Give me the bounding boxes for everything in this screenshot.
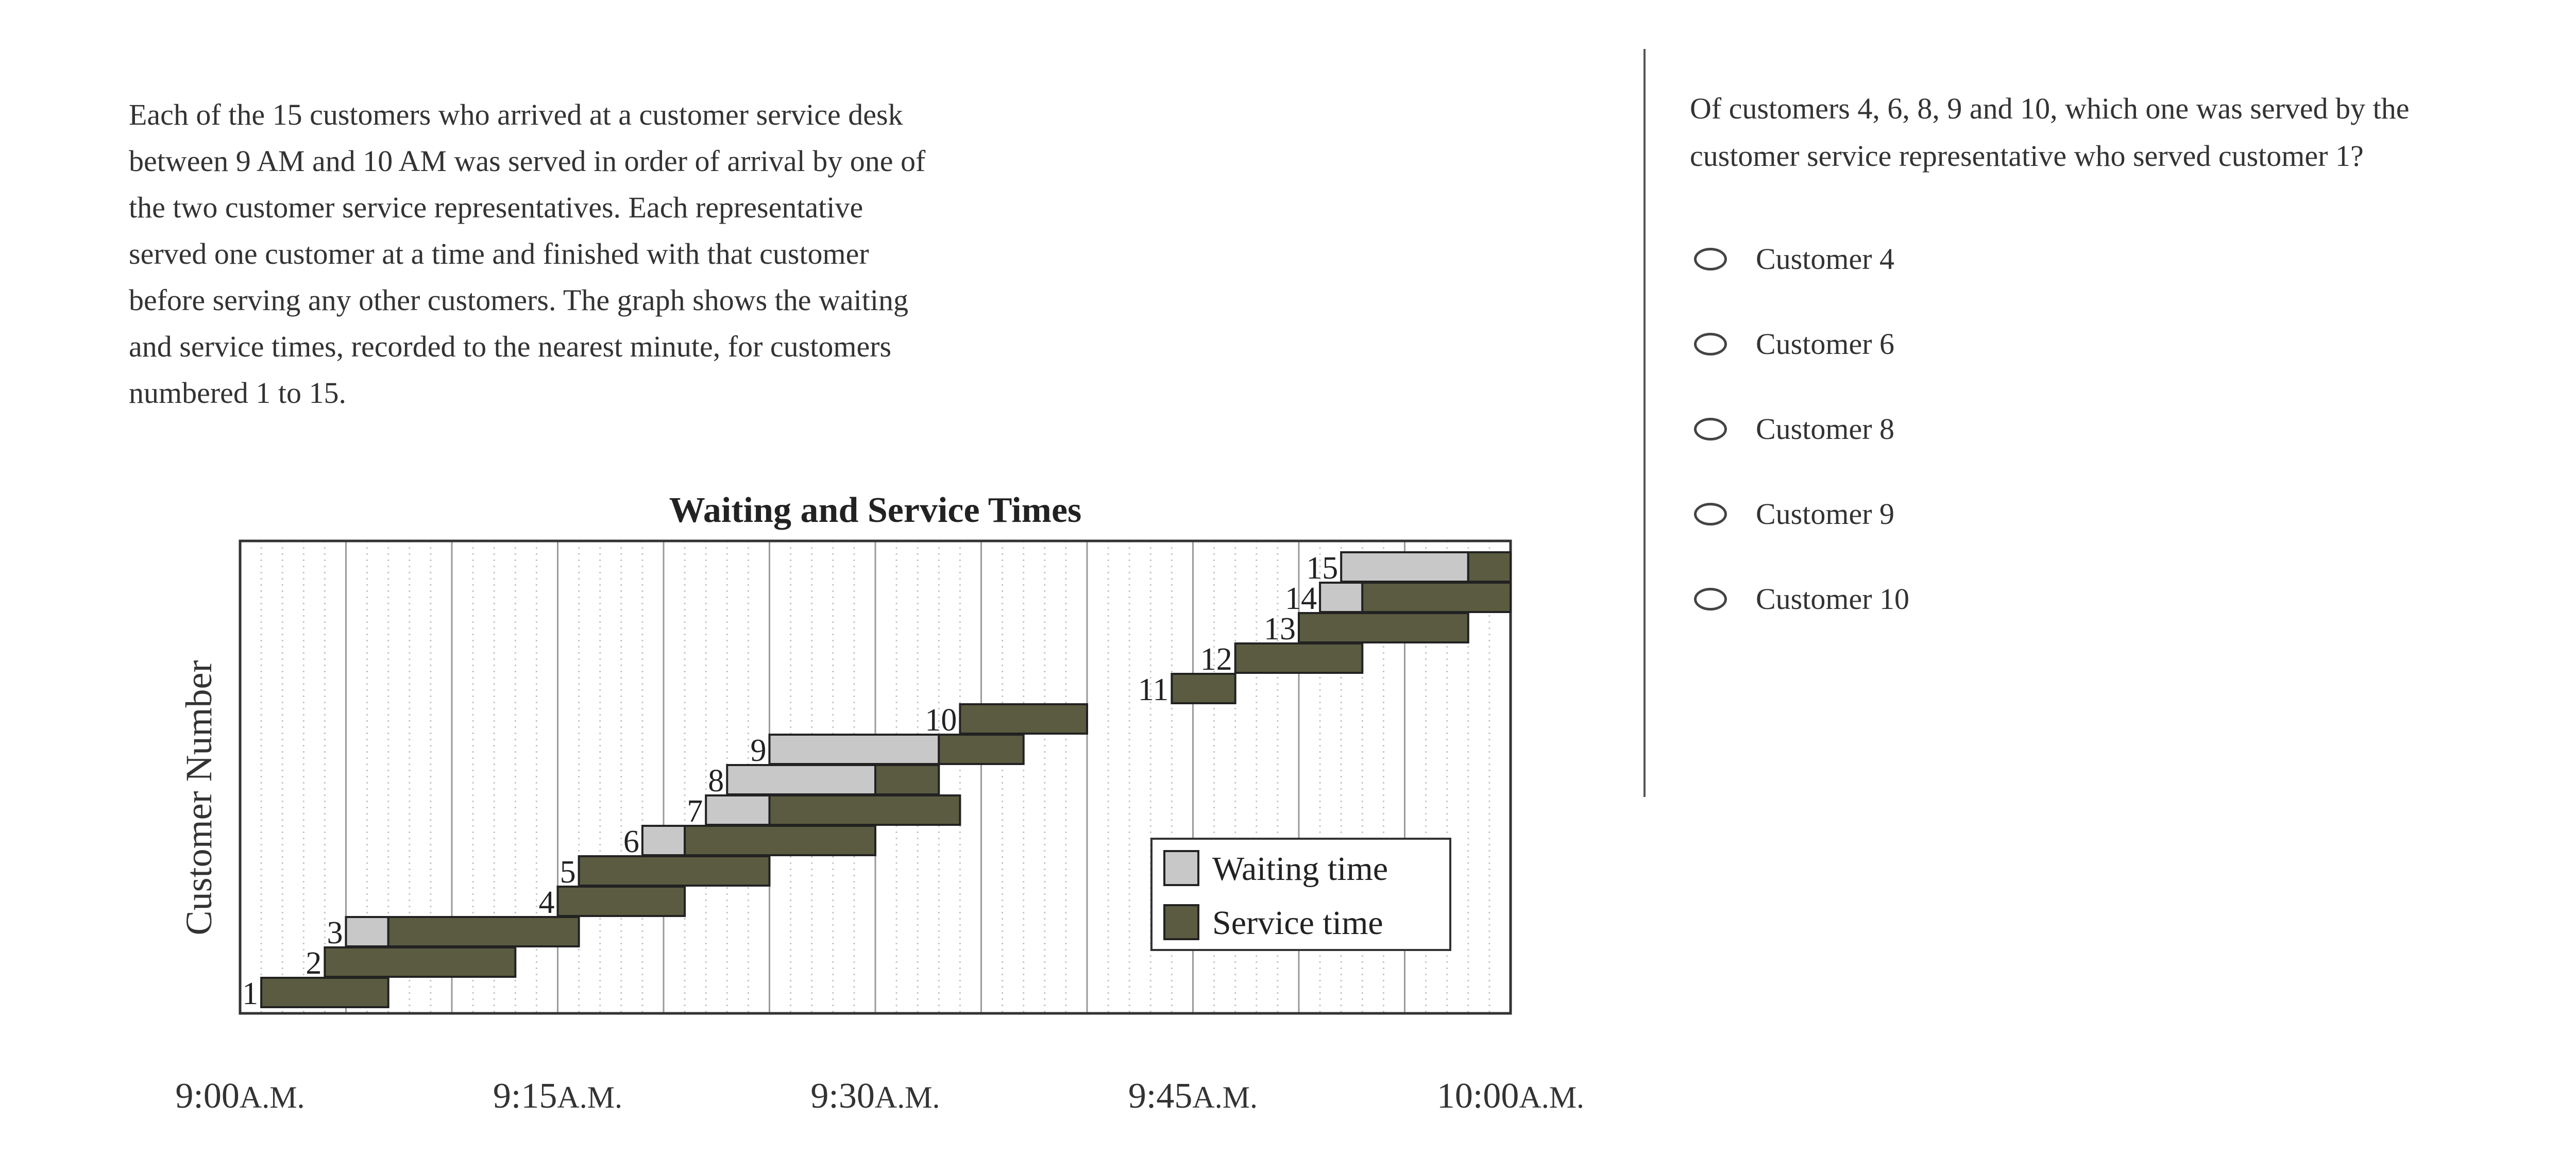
- customer-number-label: 8: [708, 763, 724, 799]
- stimulus-text: Each of the 15 customers who arrived at …: [129, 92, 1036, 416]
- chart-title: Waiting and Service Times: [669, 490, 1082, 530]
- radio-button[interactable]: [1694, 417, 1727, 440]
- customer-number-label: 10: [925, 703, 957, 738]
- waiting-bar: [768, 734, 940, 765]
- waiting-bar: [641, 825, 686, 856]
- customer-number-label: 14: [1285, 581, 1317, 616]
- pane-divider: [1643, 49, 1646, 797]
- x-tick-label: 9:00A.M.: [175, 1076, 304, 1116]
- service-bar: [684, 825, 876, 856]
- service-bar: [556, 886, 686, 917]
- x-tick-label: 9:45A.M.: [1128, 1076, 1258, 1116]
- customer-number-label: 13: [1264, 612, 1296, 647]
- legend-swatch-waiting: [1163, 850, 1199, 886]
- answer-option-customer-6[interactable]: Customer 6: [1690, 301, 2308, 386]
- radio-button[interactable]: [1694, 502, 1727, 525]
- customer-number-label: 2: [306, 946, 321, 981]
- service-bar: [874, 764, 940, 795]
- option-label: Customer 9: [1756, 497, 1895, 531]
- service-bar: [938, 734, 1025, 765]
- customer-number-label: 4: [539, 885, 555, 920]
- customer-number-label: 1: [242, 976, 258, 1011]
- question-text: Of customers 4, 6, 8, 9 and 10, which on…: [1690, 85, 2576, 180]
- service-bar: [1234, 642, 1364, 674]
- service-bar: [578, 855, 771, 887]
- question-line: Of customers 4, 6, 8, 9 and 10, which on…: [1690, 92, 2410, 125]
- customer-number-label: 11: [1138, 672, 1169, 707]
- service-bar: [1361, 582, 1512, 613]
- x-tick-label: 9:30A.M.: [810, 1076, 940, 1116]
- waiting-bar: [1319, 582, 1364, 613]
- answer-option-customer-8[interactable]: Customer 8: [1690, 386, 2308, 471]
- service-bar: [260, 977, 389, 1008]
- service-bar: [1171, 673, 1236, 704]
- customer-number-label: 7: [687, 794, 703, 829]
- legend-label-waiting: Waiting time: [1212, 850, 1388, 888]
- radio-button[interactable]: [1694, 587, 1727, 610]
- option-label: Customer 8: [1756, 412, 1895, 446]
- question-pane: Of customers 4, 6, 8, 9 and 10, which on…: [1690, 0, 2576, 1154]
- customer-number-label: 9: [751, 733, 767, 768]
- customer-number-label: 3: [327, 915, 343, 951]
- x-tick-label: 9:15A.M.: [493, 1076, 622, 1116]
- customer-number-label: 6: [623, 824, 639, 859]
- stimulus-line: numbered 1 to 15.: [129, 376, 347, 410]
- waiting-bar: [705, 794, 771, 826]
- answer-options: Customer 4 Customer 6 Customer 8 Custome…: [1690, 216, 2308, 641]
- answer-option-customer-9[interactable]: Customer 9: [1690, 471, 2308, 556]
- stimulus-line: between 9 AM and 10 AM was served in ord…: [129, 144, 926, 178]
- answer-option-customer-10[interactable]: Customer 10: [1690, 556, 2308, 641]
- answer-option-customer-4[interactable]: Customer 4: [1690, 216, 2308, 301]
- legend-box: [1150, 838, 1451, 951]
- service-bar: [768, 794, 961, 826]
- legend-label-service: Service time: [1212, 904, 1383, 942]
- waiting-bar: [726, 764, 877, 795]
- question-line: customer service representative who serv…: [1690, 139, 2364, 173]
- option-label: Customer 6: [1756, 327, 1895, 361]
- stimulus-line: and service times, recorded to the neare…: [129, 330, 892, 363]
- service-bar: [1467, 551, 1512, 583]
- service-bar: [959, 703, 1089, 735]
- customer-number-label: 5: [560, 855, 576, 890]
- option-label: Customer 4: [1756, 242, 1895, 276]
- radio-button[interactable]: [1694, 332, 1727, 355]
- stimulus-line: the two customer service representatives…: [129, 191, 863, 224]
- x-tick-label: 10:00A.M.: [1437, 1076, 1584, 1116]
- stimulus-pane: Each of the 15 customers who arrived at …: [129, 92, 1638, 1126]
- stimulus-line: before serving any other customers. The …: [129, 283, 908, 317]
- stimulus-line: served one customer at a time and finish…: [129, 237, 869, 270]
- waiting-bar: [1340, 551, 1469, 583]
- waiting-bar: [345, 916, 389, 947]
- stimulus-line: Each of the 15 customers who arrived at …: [129, 98, 903, 131]
- customer-number-label: 12: [1200, 642, 1232, 677]
- plot-border: [239, 539, 1512, 1015]
- y-axis-label: Customer Number: [178, 660, 219, 936]
- option-label: Customer 10: [1756, 582, 1910, 616]
- legend-swatch-service: [1163, 904, 1199, 940]
- radio-button[interactable]: [1694, 247, 1727, 270]
- service-bar: [324, 946, 517, 978]
- customer-number-label: 15: [1306, 551, 1338, 586]
- service-bar: [387, 916, 580, 947]
- service-bar: [1298, 612, 1469, 643]
